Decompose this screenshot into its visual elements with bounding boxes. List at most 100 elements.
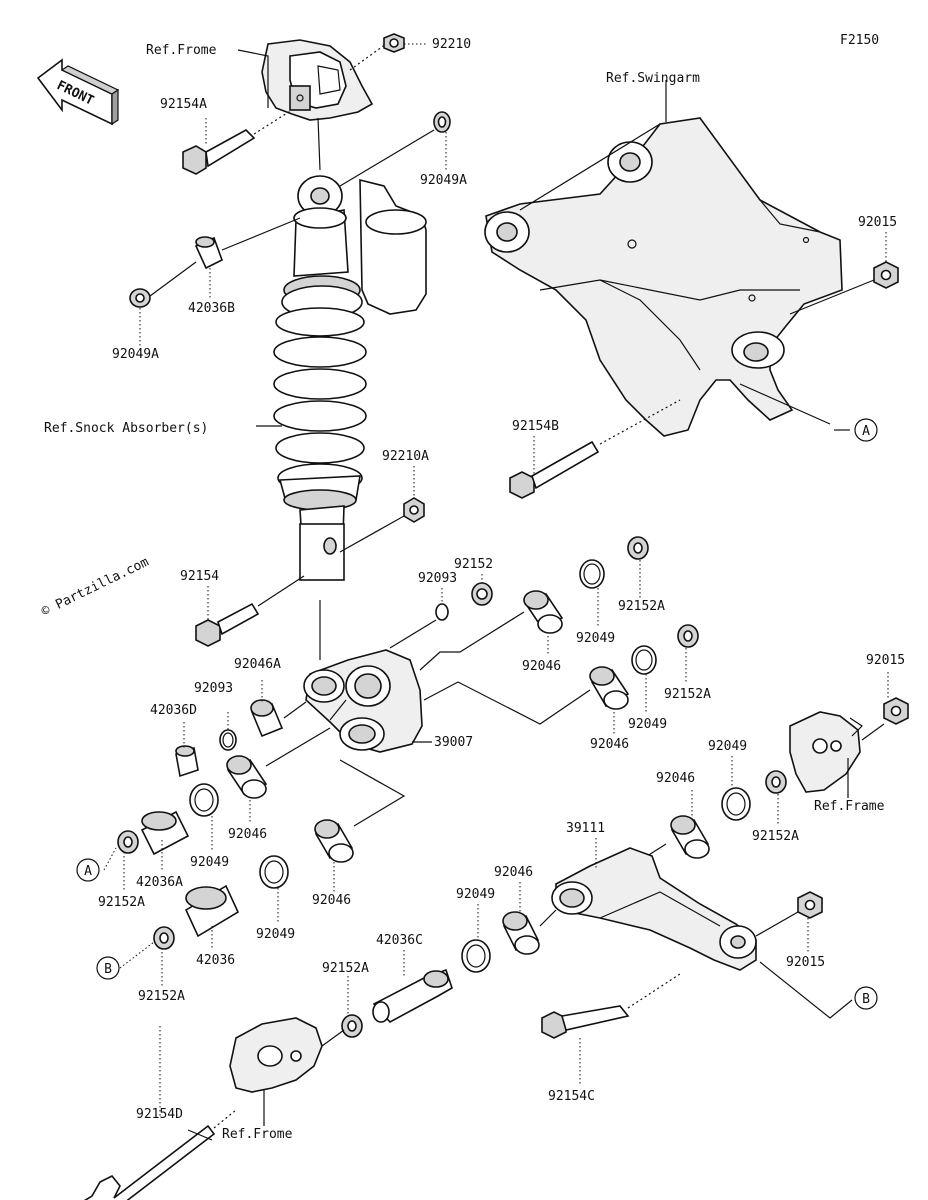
part-92152A-lower-left: 92152A <box>138 989 185 1004</box>
part-92049-left: 92049 <box>190 855 229 870</box>
part-92154A: 92154A <box>160 97 207 112</box>
washer-92049-right <box>721 787 751 821</box>
part-92015-lower: 92015 <box>786 955 825 970</box>
collar-42036A <box>140 810 190 856</box>
part-92154B: 92154B <box>512 419 559 434</box>
part-92154C: 92154C <box>548 1089 595 1104</box>
ref-frame-right: Ref.Frame <box>814 799 885 814</box>
marker-a-right: A <box>854 418 878 442</box>
part-92049-lower: 92049 <box>256 927 295 942</box>
part-39111: 39111 <box>566 821 605 836</box>
bolt-92154D <box>83 1109 237 1200</box>
part-92152A-mid: 92152A <box>664 687 711 702</box>
part-42036D: 42036D <box>150 703 197 718</box>
part-92015-right: 92015 <box>866 653 905 668</box>
washer-92049-lower <box>259 855 289 889</box>
ring-92093-top <box>389 603 449 649</box>
part-92154: 92154 <box>180 569 219 584</box>
washer-92049-mid <box>631 645 657 675</box>
frame-bottom-bracket <box>229 1017 345 1093</box>
bolt-92154 <box>195 575 305 647</box>
collar-42036C <box>372 968 453 1024</box>
svg-text:A: A <box>84 864 92 879</box>
tie-rod-39111 <box>551 847 757 971</box>
part-92152A-bottom: 92152A <box>322 961 369 976</box>
part-39007: 39007 <box>434 735 473 750</box>
marker-b-left: B <box>96 956 120 980</box>
nut-92015-top <box>789 261 899 315</box>
part-92152A-right: 92152A <box>752 829 799 844</box>
washer-92049A-top <box>339 111 451 187</box>
figure-code: F2150 <box>840 33 879 48</box>
part-92046A: 92046A <box>234 657 281 672</box>
part-92015-top: 92015 <box>858 215 897 230</box>
part-92049-bottom: 92049 <box>456 887 495 902</box>
ref-frame-top: Ref.Frome <box>146 43 217 58</box>
part-42036C: 42036C <box>376 933 423 948</box>
part-92046-left: 92046 <box>228 827 267 842</box>
washer-92152A-mid <box>677 624 699 648</box>
bolt-92154A <box>182 109 293 175</box>
washer-92152A-right <box>765 770 787 794</box>
washer-92152A-left <box>117 830 139 854</box>
washer-92049-bottom <box>461 939 491 973</box>
part-42036A: 42036A <box>136 875 183 890</box>
part-42036B: 42036B <box>188 301 235 316</box>
part-92154D: 92154D <box>136 1107 183 1122</box>
part-92152A-upper: 92152A <box>618 599 665 614</box>
bearing-92046-lower <box>314 759 406 863</box>
part-92152: 92152 <box>454 557 493 572</box>
washer-92152A-upper <box>627 536 649 560</box>
part-92049-upper: 92049 <box>576 631 615 646</box>
nut-92015-lower <box>755 891 823 937</box>
part-92046-mid: 92046 <box>590 737 629 752</box>
collar-42036B <box>194 217 301 270</box>
part-92046-right: 92046 <box>656 771 695 786</box>
bearing-92046-right <box>643 815 710 859</box>
part-92093-left: 92093 <box>194 681 233 696</box>
nut-92210A <box>339 497 425 553</box>
part-92046-lower: 92046 <box>312 893 351 908</box>
svg-text:B: B <box>104 962 112 977</box>
bolt-92154C <box>541 973 681 1039</box>
part-92210: 92210 <box>432 37 471 52</box>
svg-text:A: A <box>862 424 870 439</box>
part-92046-upper: 92046 <box>522 659 561 674</box>
part-92049A-left: 92049A <box>112 347 159 362</box>
ring-92093-left <box>219 729 237 751</box>
ref-shock-absorber: Ref.Snock Absorber(s) <box>44 421 208 436</box>
bearing-92046A <box>250 699 307 738</box>
bearing-92046-left <box>226 727 331 799</box>
washer-92049A-left <box>129 261 197 308</box>
nut-92210 <box>349 33 405 71</box>
part-42036: 42036 <box>196 953 235 968</box>
frame-right-bracket <box>789 711 885 793</box>
ref-swingarm: Ref.Swingarm <box>606 71 700 86</box>
part-92049-right: 92049 <box>708 739 747 754</box>
part-92093-top: 92093 <box>418 571 457 586</box>
part-92046-bottom: 92046 <box>494 865 533 880</box>
watermark: © Partzilla.com <box>39 555 151 620</box>
bearing-92046-upper <box>419 590 564 671</box>
washer-92152A-lower-left <box>153 926 175 950</box>
marker-b-right: B <box>854 986 878 1010</box>
collar-42036D <box>175 745 199 778</box>
leader-lines <box>103 43 889 1126</box>
frame-top-bracket <box>261 39 374 171</box>
part-92049-mid: 92049 <box>628 717 667 732</box>
nut-92015-right <box>883 697 909 725</box>
washer-92152-top <box>471 582 493 606</box>
washer-92049-upper <box>579 559 605 589</box>
part-92049A-top: 92049A <box>420 173 467 188</box>
part-92210A: 92210A <box>382 449 429 464</box>
ref-frame-bottom: Ref.Frome <box>222 1127 293 1142</box>
swingarm <box>484 117 843 437</box>
marker-a-left: A <box>76 858 100 882</box>
bolt-92154B <box>509 399 681 499</box>
collar-42036 <box>184 884 240 938</box>
part-92152A-left: 92152A <box>98 895 145 910</box>
washer-92152A-bottom <box>341 1014 363 1038</box>
washer-92049-left <box>189 783 219 817</box>
front-arrow: FRONT <box>36 58 120 126</box>
